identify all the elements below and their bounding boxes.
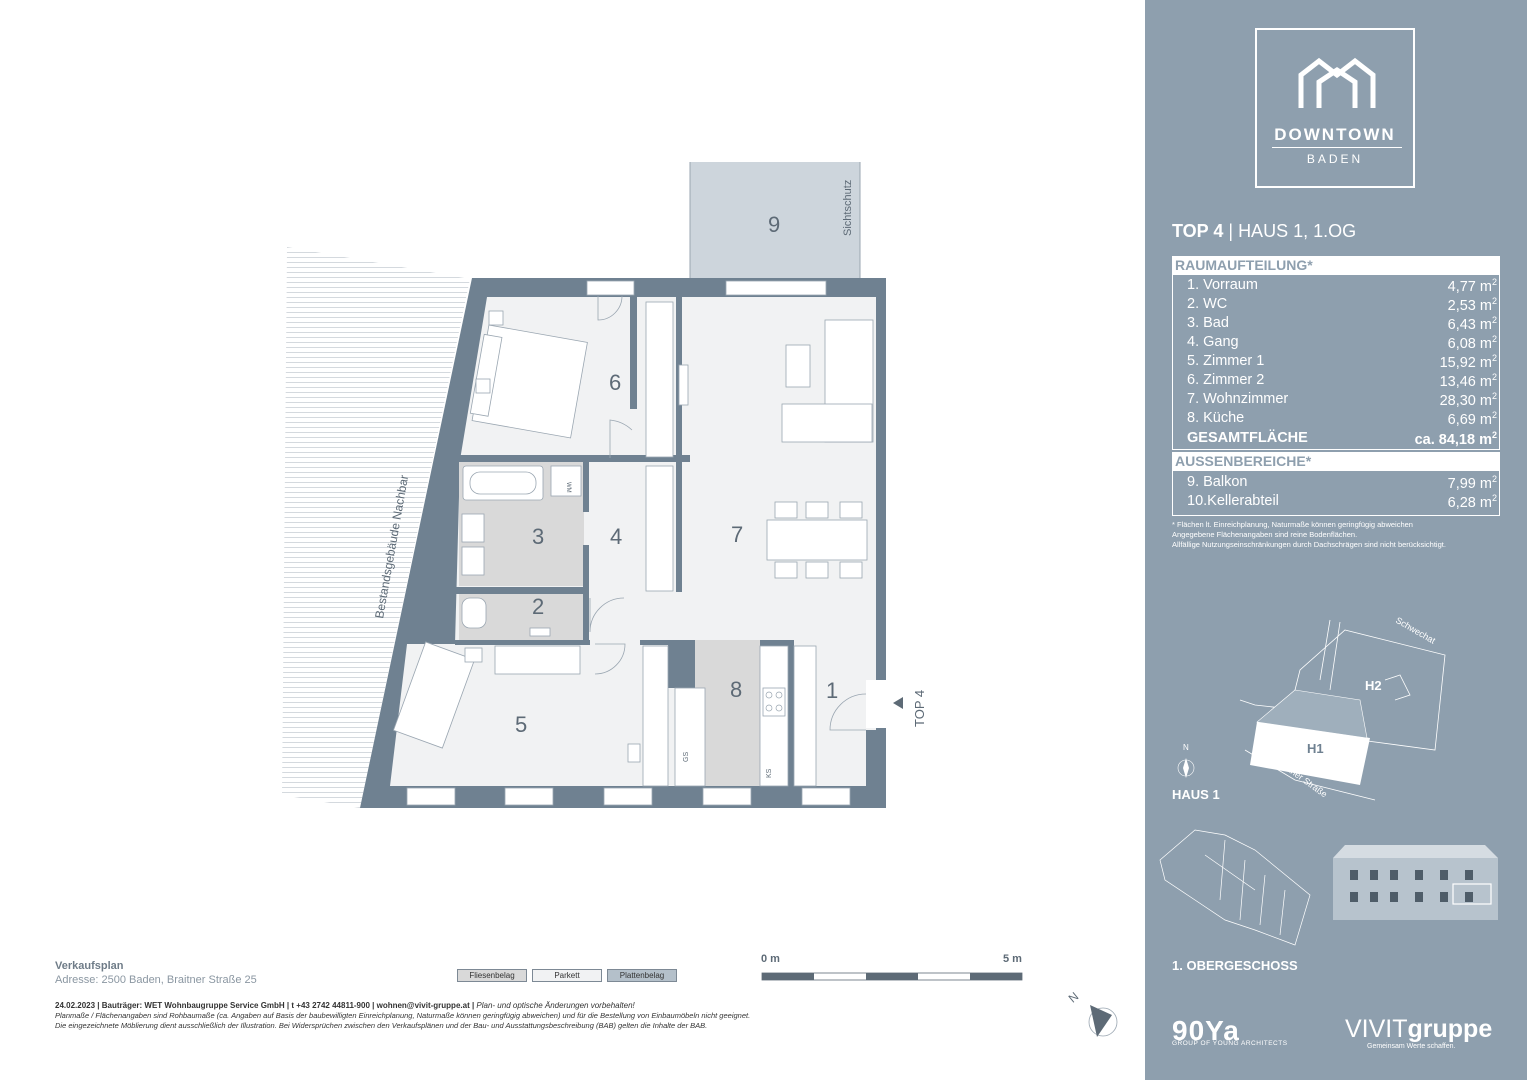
logo-divider [1272, 147, 1402, 148]
room-2-number: 2 [532, 594, 544, 619]
balcony-area [690, 162, 860, 280]
interior-walls [455, 297, 794, 786]
unit-highlight [1452, 883, 1492, 905]
floor-thumbnail [1159, 829, 1498, 946]
legend-parkett: Parkett [532, 969, 602, 982]
room-5-number: 5 [515, 712, 527, 737]
aussenbereiche-heading: AUSSENBEREICHE* [1172, 452, 1500, 470]
legal-bold: 24.02.2023 | Bauträger: WET Wohnbaugrupp… [55, 1001, 475, 1010]
area-footnote: * Flächen lt. Einreichplanung, Naturmaße… [1172, 520, 1502, 550]
vivit-sub: Gemeinsam Werte schaffen. [1367, 1043, 1456, 1050]
haus-label: HAUS 1 [1172, 787, 1220, 802]
info-panel: DOWNTOWN BADEN TOP 4 | HAUS 1, 1.OG RAUM… [1145, 0, 1527, 1080]
unit-top: TOP 4 [1172, 221, 1224, 241]
room-8-number: 8 [730, 677, 742, 702]
entrance-opening [866, 680, 886, 728]
building-render [1333, 858, 1498, 920]
legend-plattenbelag: Plattenbelag [607, 969, 677, 982]
site-plan: H2 H1 Schwechat Braitner Straße N [1177, 615, 1446, 801]
room-4-number: 4 [610, 524, 622, 549]
door-swings [589, 295, 867, 731]
legal-italic: Plan- und optische Änderungen vorbehalte… [474, 1001, 635, 1010]
footnote-line: * Flächen lt. Einreichplanung, Naturmaße… [1172, 520, 1413, 529]
plan-type-title: Verkaufsplan [55, 960, 124, 972]
ks-label: KS [766, 768, 773, 778]
entrance-arrow [893, 697, 903, 709]
footnote-line: Allfällige Nutzungseinschränkungen durch… [1172, 540, 1446, 549]
logo-word: DOWNTOWN [1274, 125, 1396, 144]
site-north-label: N [1183, 743, 1189, 752]
legend-fliesenbelag: Fliesenbelag [457, 969, 527, 982]
north-arrow-icon: N [1066, 989, 1118, 1037]
floor-label: 1. OBERGESCHOSS [1172, 958, 1298, 973]
legal-note-1: Planmaße / Flächenangaben sind Rohbaumaß… [55, 1011, 751, 1020]
downtown-logo: DOWNTOWN BADEN [1255, 28, 1415, 188]
raumaufteilung-heading: RAUMAUFTEILUNG* [1172, 256, 1500, 274]
river-label: Schwechat [1394, 615, 1438, 646]
legal-note-2: Die eingezeichnete Möblierung dient auss… [55, 1021, 708, 1030]
site-entrance-arrow-icon [1262, 742, 1268, 749]
address: Adresse: 2500 Baden, Braitner Straße 25 [55, 974, 257, 986]
legal-notes: Planmaße / Flächenangaben sind Rohbaumaß… [55, 1011, 905, 1031]
h2-label: H2 [1365, 678, 1382, 693]
room-7-number: 7 [731, 522, 743, 547]
goya-logo: 90Ya [1172, 1015, 1240, 1046]
sichtschutz-label: Sichtschutz [842, 180, 854, 236]
stove-burners [765, 691, 783, 712]
goya-sub: GROUP OF YOUNG ARCHITECTS [1172, 1040, 1288, 1047]
entrance-label: TOP 4 [912, 690, 927, 727]
wm-label: WM [565, 482, 571, 493]
room-9-number: 9 [768, 212, 780, 237]
vivit-name-b: gruppe [1407, 1015, 1493, 1043]
scale-end: 5 m [1003, 953, 1022, 965]
h1-label: H1 [1307, 741, 1324, 756]
scale-bar [761, 972, 1023, 981]
scale-start: 0 m [761, 953, 780, 965]
legal-line: 24.02.2023 | Bauträger: WET Wohnbaugrupp… [55, 1001, 635, 1010]
footnote-line: Angegebene Flächenangaben sind reine Bod… [1172, 530, 1358, 539]
room-3-number: 3 [532, 524, 544, 549]
vivit-name-a: VIVIT [1345, 1015, 1408, 1043]
furniture [392, 301, 874, 787]
logo-sub: BADEN [1306, 152, 1364, 166]
room-8-floor [695, 640, 760, 786]
house-logo-icon [1298, 57, 1376, 108]
unit-title: TOP 4 | HAUS 1, 1.OG [1172, 221, 1357, 241]
windows [406, 280, 851, 806]
gs-label: GS [683, 752, 690, 762]
vivit-logo: VIVITgruppe [1345, 1015, 1492, 1044]
svg-text:N: N [1066, 989, 1082, 1005]
room-1-number: 1 [826, 678, 838, 703]
floor-plan: Bestandsgebäude Nachbar 9 Sichtschutz [282, 162, 1118, 1037]
room-6-number: 6 [609, 370, 621, 395]
unit-house: HAUS 1, 1.OG [1238, 221, 1357, 241]
neighbor-building [282, 247, 470, 808]
